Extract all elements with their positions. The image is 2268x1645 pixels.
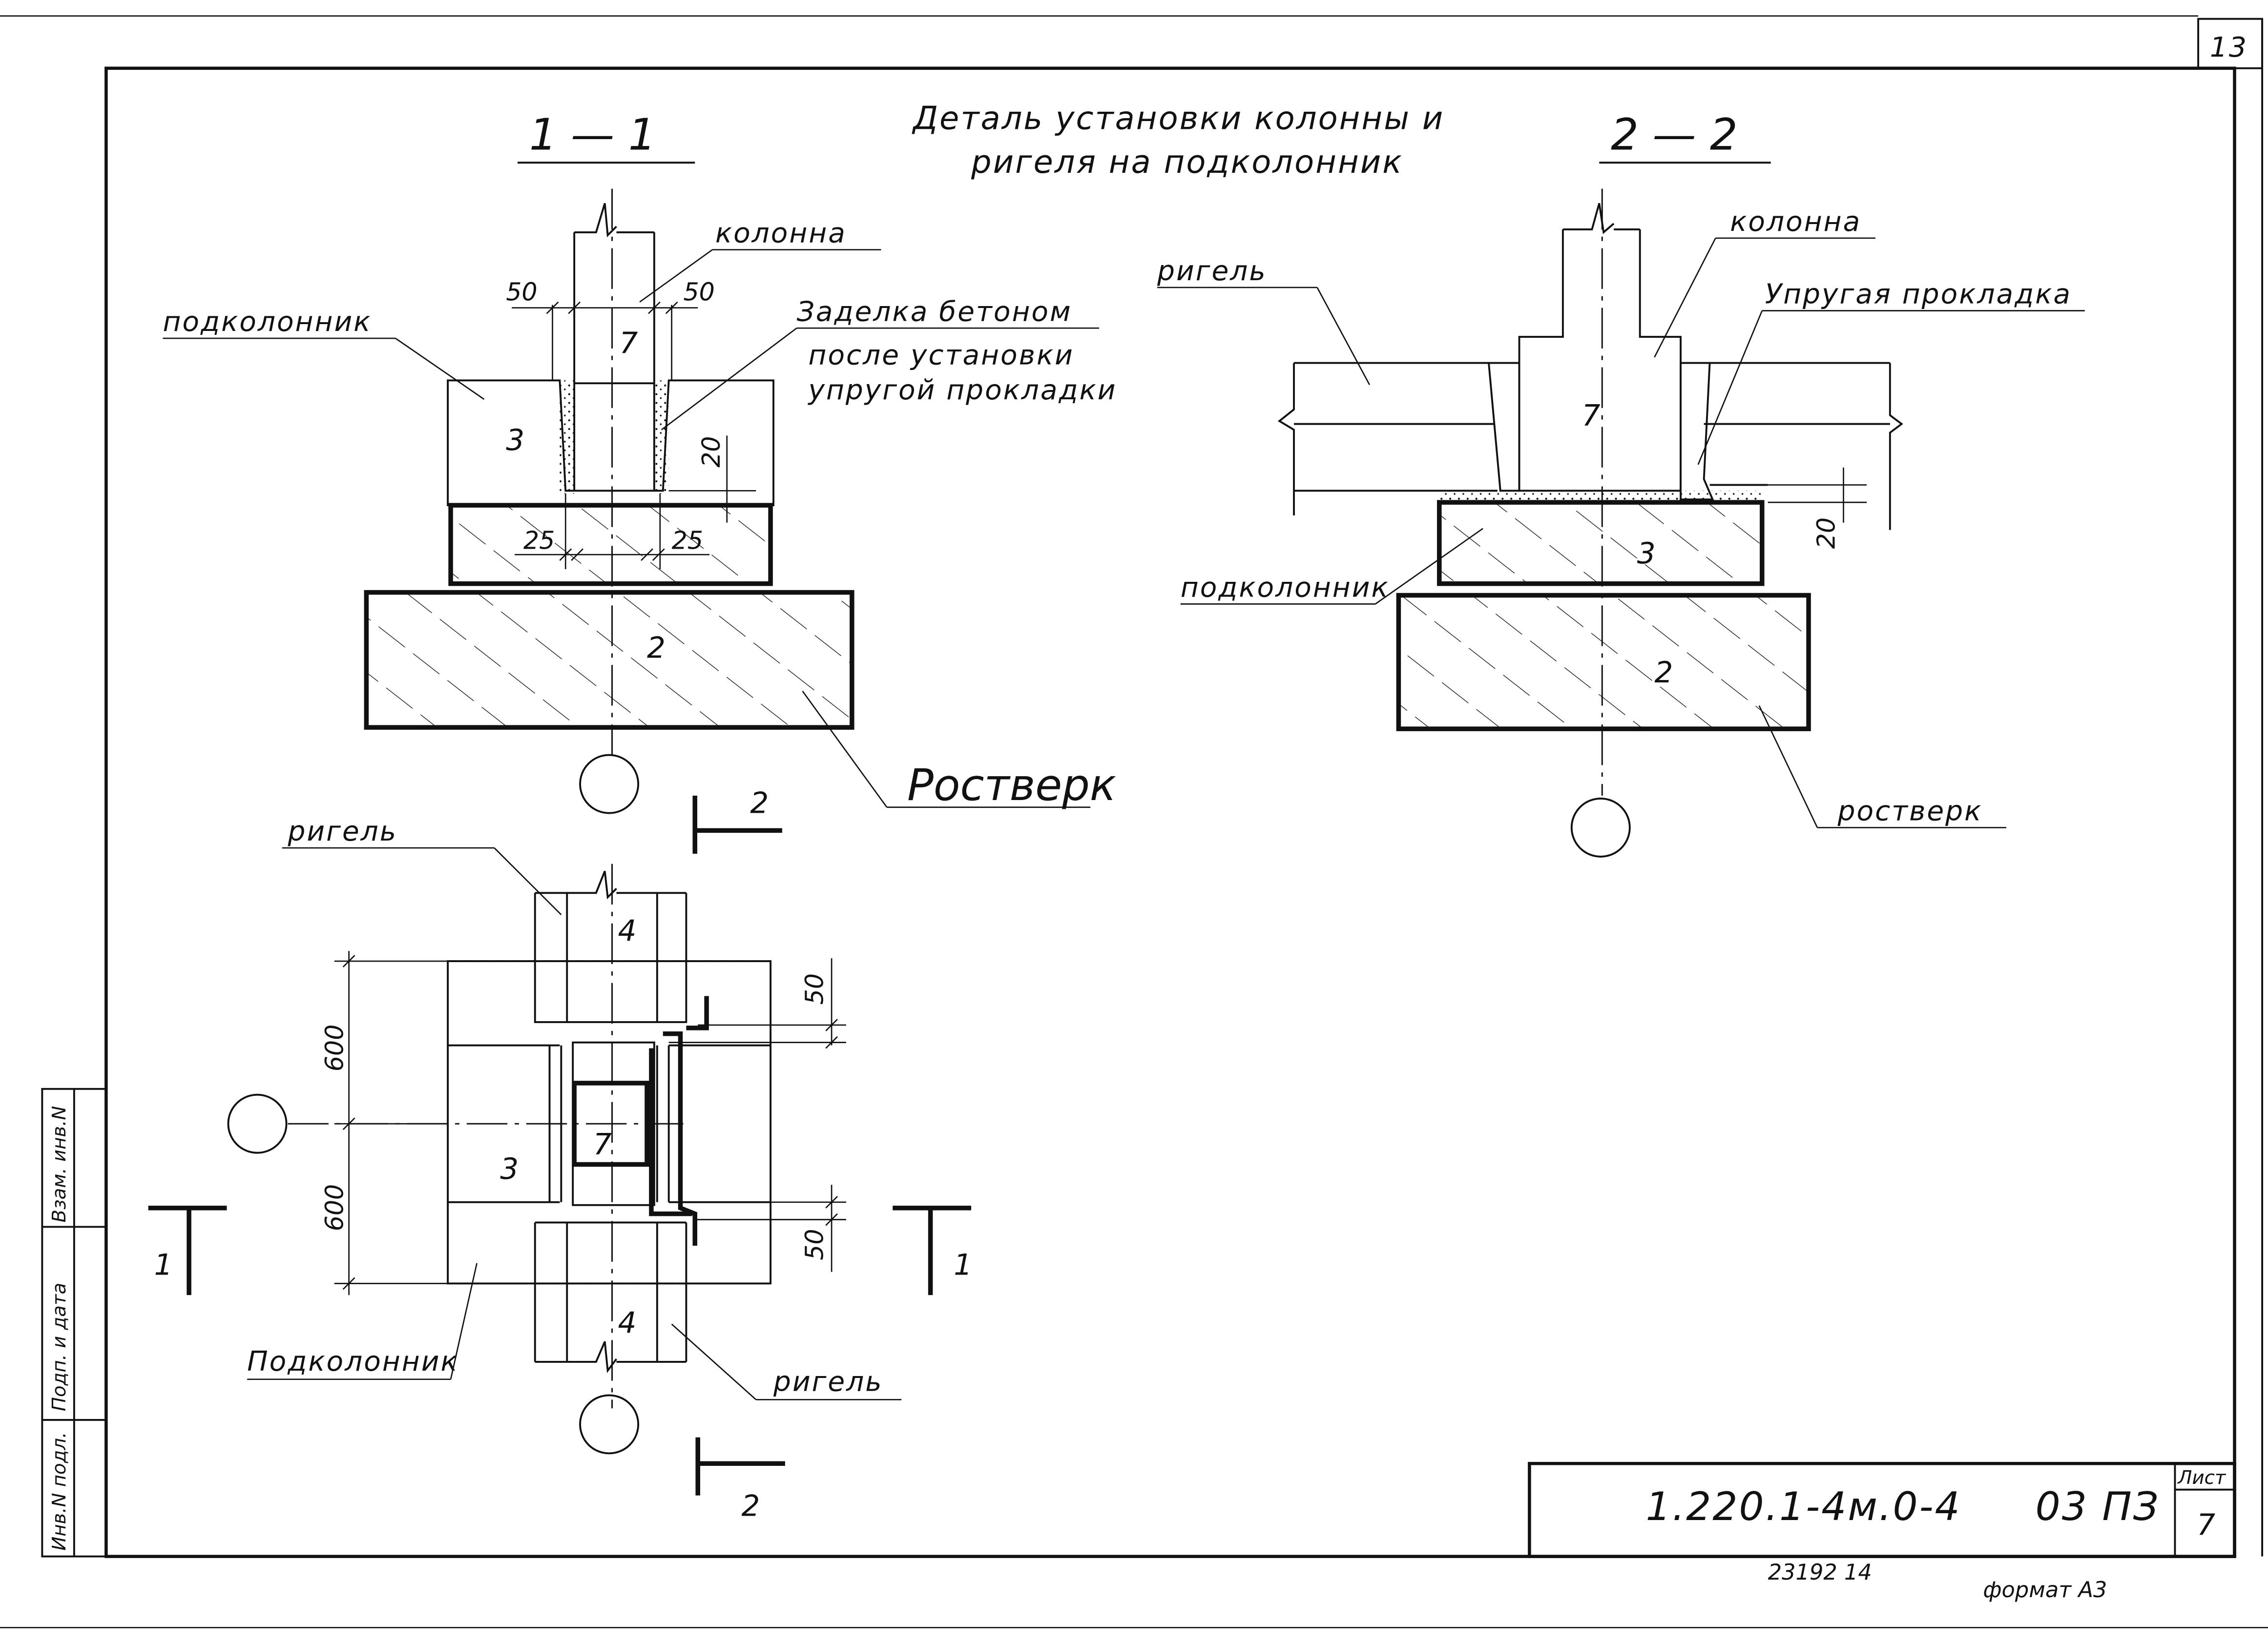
axis-marker-1 — [579, 754, 640, 814]
s1-zadelka-line3: упругой прокладки — [808, 374, 1117, 406]
s1-rostverk-label: Ростверк — [907, 760, 1116, 811]
stamp-vzam-inv: Взам. инв.N — [48, 1106, 70, 1223]
s1-num-podkolonnik: 3 — [506, 424, 524, 457]
plan-podkolonnik-label: Подколонник — [247, 1346, 458, 1378]
dim-50-right: 50 — [683, 278, 714, 307]
plan-num-podkolonnik: 3 — [500, 1152, 519, 1186]
page-number: 13 — [2210, 32, 2248, 63]
cut-1-left: 1 — [154, 1249, 173, 1282]
section-2-2: 2 — 2 20 7 3 2 колонна — [1157, 109, 2085, 858]
s1-num-rostverk: 2 — [647, 631, 666, 665]
sheet-label: Лист — [2177, 1467, 2226, 1489]
s1-zadelka-line1: Заделка бетоном — [797, 296, 1072, 328]
plan-rigel-bottom-label: ригель — [773, 1366, 883, 1398]
s2-podkolonnik-label: подколонник — [1181, 572, 1390, 604]
sheet-number: 7 — [2197, 1508, 2215, 1542]
dim-600-bottom: 600 — [320, 1184, 349, 1231]
plan-rigel-top-label: ригель — [288, 816, 398, 847]
s2-num-column: 7 — [1582, 399, 1601, 433]
plan-num-column: 7 — [593, 1128, 612, 1162]
cut-1-right: 1 — [954, 1249, 972, 1282]
s2-rostverk-label: ростверк — [1837, 796, 1983, 827]
title-block: 1.220.1-4м.0-4 03 ПЗ Лист 7 — [1528, 1461, 2236, 1558]
plan-num-rigel-bottom: 4 — [618, 1307, 636, 1340]
section-1-1: 1 — 1 50 50 20 25 25 — [163, 109, 1117, 814]
dim-20-s2: 20 — [1812, 517, 1841, 549]
stamp-inv-podl: Инв.N подл. — [48, 1432, 70, 1551]
doc-code: 1.220.1-4м.0-4 — [1646, 1483, 1961, 1529]
plan-num-rigel-top: 4 — [618, 914, 636, 948]
dim-25-left: 25 — [523, 526, 555, 555]
doc-suffix: 03 ПЗ — [2036, 1483, 2160, 1529]
s2-num-rostverk: 2 — [1654, 656, 1673, 690]
s2-num-podkolonnik: 3 — [1637, 537, 1656, 571]
s2-prokladka-label: Упругая прокладка — [1765, 279, 2072, 310]
dim-50-bottom: 50 — [800, 1229, 829, 1260]
sheet-frame — [0, 15, 2268, 1628]
s1-zadelka-line2: после установки — [809, 340, 1074, 371]
side-stamp: Взам. инв.N Подп. и дата Инв.N подл. — [41, 1088, 107, 1558]
drawing-title-line1: Деталь установки колонны и — [912, 100, 1444, 137]
footer-format: формат А3 — [1983, 1577, 2107, 1603]
s2-kolonna-label: колонна — [1730, 206, 1861, 238]
dim-600-top: 600 — [320, 1025, 349, 1071]
axis-marker-2 — [1570, 797, 1631, 858]
axis-marker-3 — [579, 1394, 640, 1455]
drawing-title-line2: ригеля на подколонник — [971, 144, 1403, 181]
s2-rigel-label: ригель — [1157, 255, 1267, 287]
section-1-label: 1 — 1 — [529, 109, 656, 160]
cut-2-top: 2 — [750, 787, 769, 821]
s1-kolonna-label: колонна — [715, 218, 847, 249]
dim-25-right: 25 — [672, 526, 703, 555]
axis-marker-4 — [227, 1093, 288, 1154]
dim-50-top: 50 — [800, 973, 829, 1005]
section-2-label: 2 — 2 — [1611, 109, 1738, 160]
dim-50-left: 50 — [506, 278, 537, 307]
footer-order: 23192 14 — [1768, 1560, 1872, 1585]
stamp-podp-data: Подп. и дата — [48, 1283, 70, 1411]
dim-20-s1: 20 — [697, 436, 726, 467]
s1-num-column: 7 — [619, 327, 638, 360]
cut-2-bottom: 2 — [742, 1489, 760, 1523]
plan-view: 600 600 50 50 4 4 3 7 1 1 2 2 ригель Под… — [148, 787, 972, 1523]
s1-podkolonnik-label: подколонник — [163, 306, 372, 338]
